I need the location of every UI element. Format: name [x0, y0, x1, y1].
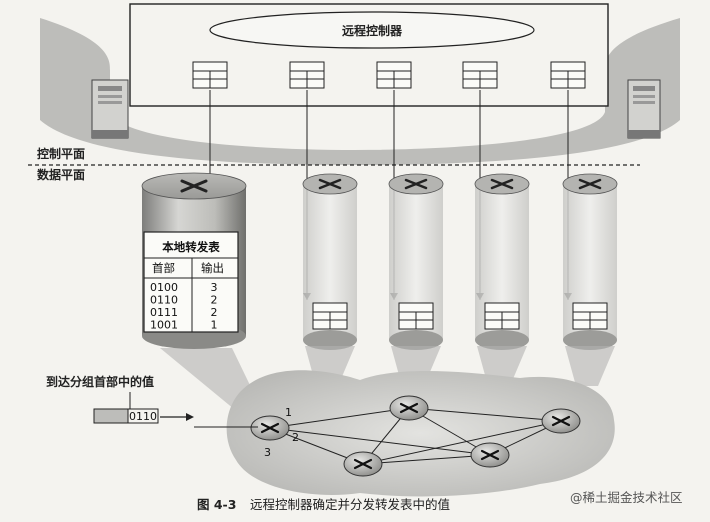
watermark: @稀土掘金技术社区	[570, 490, 683, 505]
server-right-icon	[627, 79, 661, 139]
switch-cross-icon	[404, 178, 428, 190]
switch-cylinder	[302, 173, 358, 386]
port-label-1: 1	[285, 406, 292, 419]
router-node-icon	[541, 408, 581, 434]
switch-table-icon	[398, 302, 434, 330]
figure-caption: 远程控制器确定并分发转发表中的值	[250, 497, 450, 512]
controller-title: 远程控制器	[342, 23, 403, 38]
control-plane-label: 控制平面	[37, 146, 85, 161]
switch-cylinder	[562, 173, 618, 386]
switch-cross-icon	[490, 178, 514, 190]
switch-table-icon	[484, 302, 520, 330]
local-table-header-cell: 0100	[150, 281, 178, 294]
port-label-3: 3	[264, 446, 271, 459]
controller-table-icon	[550, 61, 586, 89]
packet-header-value: 0110	[129, 410, 157, 423]
local-table-output-cell: 3	[211, 281, 218, 294]
switch-cylinder	[474, 173, 530, 386]
switch-table-icon	[312, 302, 348, 330]
packet-arrow-head	[186, 413, 194, 421]
figure-number: 图 4-3	[197, 497, 236, 512]
controller-ellipse	[209, 11, 535, 49]
local-table-rows: 0100 3 0110 2 0111 2 1001 1	[150, 281, 218, 332]
local-table-col-out: 输出	[201, 261, 224, 275]
switch-cross-icon	[578, 178, 602, 190]
controller-table-icon	[192, 61, 228, 89]
local-table-title: 本地转发表	[162, 240, 220, 254]
switch-table-icon	[572, 302, 608, 330]
port-label-2: 2	[292, 431, 299, 444]
local-table-header-cell: 0110	[150, 294, 178, 307]
packet-label: 到达分组首部中的值	[46, 374, 154, 389]
data-plane-label: 数据平面	[37, 167, 85, 182]
local-table-header-cell: 0111	[150, 306, 178, 319]
switch-cylinders	[160, 173, 618, 414]
router-node-icon	[343, 451, 383, 477]
packet: 0110	[93, 408, 159, 424]
router-node-icon	[250, 415, 290, 441]
switch-cross-icon	[318, 178, 342, 190]
network-nodes	[250, 395, 581, 477]
switch-shadow	[565, 346, 615, 386]
local-table-col-header: 首部	[152, 261, 175, 275]
main-switch-cross-icon	[180, 179, 208, 193]
local-table-header-cell: 1001	[150, 319, 178, 332]
local-table-output-cell: 1	[211, 319, 218, 332]
router-node-icon	[470, 442, 510, 468]
router-node-icon	[389, 395, 429, 421]
controller-table-icon	[376, 61, 412, 89]
server-left-icon	[91, 79, 129, 139]
local-table-output-cell: 2	[211, 306, 218, 319]
network-cloud	[226, 370, 615, 497]
controller-table-icon	[462, 61, 498, 89]
local-table-output-cell: 2	[211, 294, 218, 307]
controller-table-icon	[289, 61, 325, 89]
local-forwarding-table: 本地转发表 首部 输出 0100 3 0110 2 0111 2 1001 1	[143, 231, 239, 333]
switch-cylinder	[388, 173, 444, 386]
